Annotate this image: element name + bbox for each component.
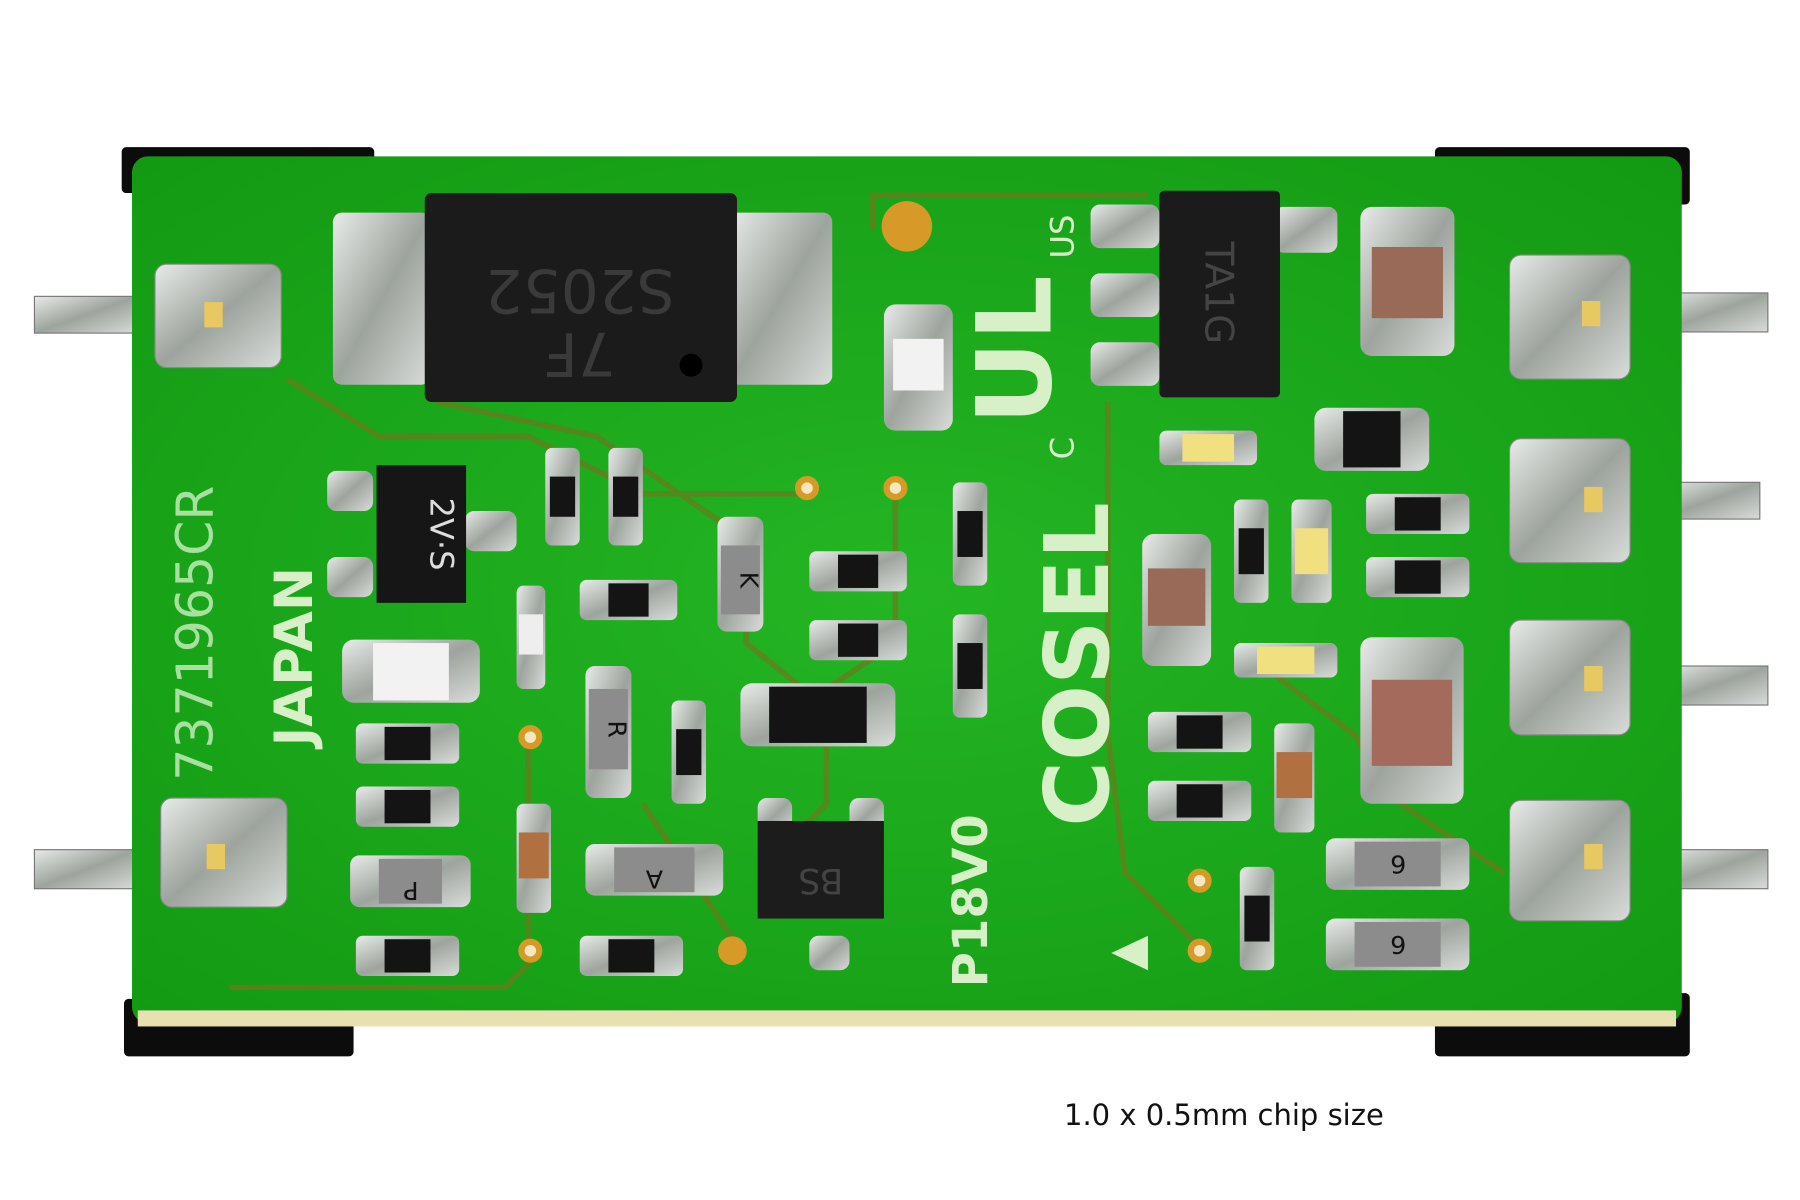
diode-p-marking: P bbox=[403, 876, 418, 905]
sot-marking: 2V·S bbox=[422, 497, 460, 570]
side-pads bbox=[154, 254, 1631, 922]
regulator-ta1g bbox=[1090, 190, 1338, 398]
serial-marking: 7371965CR bbox=[165, 486, 224, 781]
capacitors bbox=[342, 206, 1464, 913]
resistors bbox=[355, 407, 1470, 976]
brand-marking: COSEL bbox=[1026, 502, 1130, 827]
diode-6a-marking: 6 bbox=[1390, 849, 1406, 878]
diode-6b-marking: 6 bbox=[1390, 930, 1406, 959]
regulator-marking: TA1G bbox=[1195, 241, 1240, 345]
ul-c-marking: C bbox=[1043, 437, 1081, 459]
pin1-triangle bbox=[1111, 935, 1148, 971]
ul-us-marking: US bbox=[1043, 215, 1081, 259]
model-marking: P18V0 bbox=[943, 814, 999, 987]
ic-marking-sub: 7F bbox=[544, 318, 616, 387]
chip-size-caption: 1.0 x 0.5mm chip size bbox=[1064, 1098, 1384, 1132]
diode-a-marking: A bbox=[645, 864, 663, 893]
vias bbox=[518, 476, 1212, 966]
ic-marking: S2052 bbox=[485, 255, 675, 324]
diode-r-marking: R bbox=[602, 720, 631, 738]
transistor-marking: BS bbox=[798, 860, 843, 900]
country-marking: JAPAN bbox=[264, 567, 325, 749]
diode-k-marking: K bbox=[734, 572, 763, 590]
small-packages bbox=[327, 465, 1470, 971]
ul-logo: UL bbox=[955, 275, 1075, 425]
pad-dots bbox=[204, 300, 1603, 870]
ic-s2052 bbox=[332, 193, 833, 402]
